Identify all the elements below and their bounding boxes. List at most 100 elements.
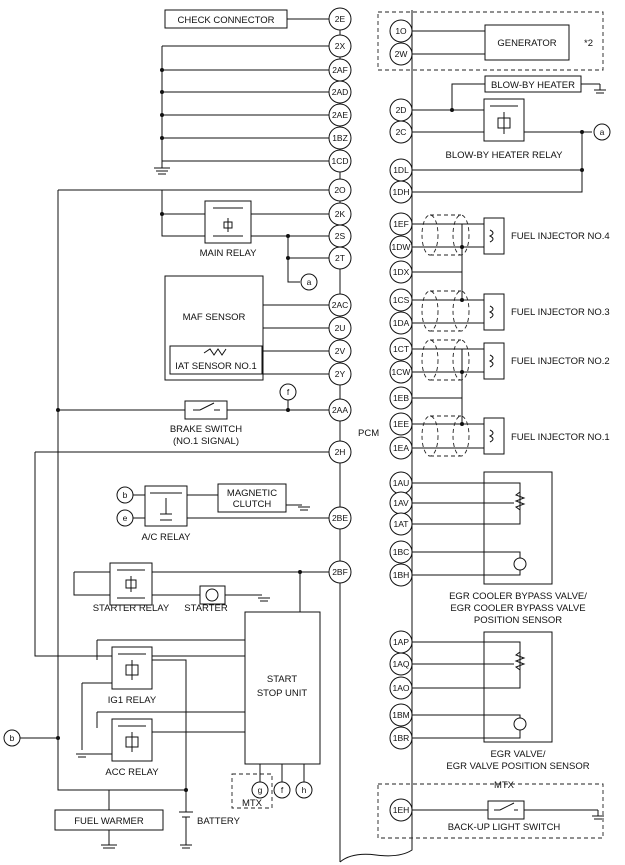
- left-pin-label: 1CD: [331, 156, 348, 166]
- right-pin-1ct: [389, 337, 413, 361]
- ref-circle-f-brake: [279, 383, 297, 401]
- motor-icon: [205, 588, 219, 602]
- ac-relay-label: A/C RELAY: [142, 532, 192, 543]
- pcm-right-rail: [339, 10, 413, 863]
- left-pin-label: 2Y: [335, 369, 346, 379]
- magnetic-clutch-label-2: CLUTCH: [233, 499, 272, 510]
- right-pin-1eb: [389, 386, 413, 410]
- right-pin-1ea: [389, 436, 413, 460]
- main-relay-label: MAIN RELAY: [200, 248, 258, 259]
- motor-icon-bypass: [513, 557, 527, 571]
- left-pin-2o: [328, 178, 352, 202]
- right-pin-label: 1EE: [393, 419, 409, 429]
- left-pin-label: 2AE: [332, 110, 348, 120]
- svg-text:e: e: [123, 513, 128, 523]
- svg-text:a: a: [600, 127, 605, 137]
- brake-switch-label-2: (NO.1 SIGNAL): [173, 436, 239, 447]
- left-pin-label: 2BE: [332, 513, 348, 523]
- resistor-icon-egr: [514, 651, 526, 671]
- left-pin-label: 2X: [335, 41, 346, 51]
- right-pin-label: 1BH: [393, 570, 410, 580]
- right-pin-2w: [389, 42, 413, 66]
- right-pin-label: 1EH: [393, 805, 410, 815]
- left-pin-1cd: [328, 149, 352, 173]
- left-pin-2aa: [328, 398, 352, 422]
- right-pin-label: 1AO: [392, 683, 409, 693]
- pcm-left-pins: 2E2X2AF2AD2AE1BZ1CD2O2K2S2T2AC2U2V2Y2AA2…: [328, 7, 352, 584]
- battery-label: BATTERY: [197, 816, 241, 827]
- ac-relay-icon: [150, 492, 182, 521]
- svg-text:g: g: [258, 785, 263, 795]
- mtx-right-box: [377, 783, 604, 839]
- resistor-icon: [514, 491, 526, 511]
- right-pin-1cs: [389, 288, 413, 312]
- right-pin-1dx: [389, 260, 413, 284]
- generator-box: [484, 24, 570, 61]
- right-pin-label: 1BM: [392, 710, 409, 720]
- left-pin-label: 2BF: [332, 567, 348, 577]
- start-stop-unit-box: [244, 611, 321, 765]
- right-pin-1aq: [389, 652, 413, 676]
- blowby-relay-icon: [490, 105, 518, 134]
- egr-bypass-box: [483, 471, 553, 585]
- egr-valve-box: [483, 631, 553, 743]
- start-stop-label-2: STOP UNIT: [257, 688, 308, 699]
- blowby-relay-label: BLOW-BY HEATER RELAY: [445, 150, 563, 161]
- right-pin-label: 1DA: [393, 318, 410, 328]
- egr-valve-label-1: EGR VALVE/: [490, 749, 545, 760]
- svg-text:f: f: [287, 387, 290, 397]
- right-pin-label: 1DX: [393, 267, 410, 277]
- starter-box: [199, 585, 226, 605]
- right-pin-1bc: [389, 540, 413, 564]
- pcm-right-pins: 1O2W2D2C1DL1DH1EF1DW1DX1CS1DA1CT1CW1EB1E…: [389, 19, 413, 822]
- left-pin-2be: [328, 506, 352, 530]
- right-pin-label: 1AQ: [392, 659, 409, 669]
- magnetic-clutch-box: [217, 483, 287, 513]
- left-pin-2ae: [328, 103, 352, 127]
- left-pin-label: 2AD: [332, 87, 349, 97]
- egr-bypass-label-1: EGR COOLER BYPASS VALVE/: [449, 591, 587, 602]
- right-pin-label: 1CT: [393, 344, 409, 354]
- egr-bypass-label-2: EGR COOLER BYPASS VALVE: [450, 603, 585, 614]
- backup-switch-box: [487, 800, 525, 820]
- right-pin-label: 1BC: [393, 547, 410, 557]
- left-pin-label: 2H: [335, 447, 346, 457]
- right-pin-1o: [389, 19, 413, 43]
- thermistor-icon: [203, 348, 227, 356]
- right-pin-1dh: [389, 180, 413, 204]
- mtx-bottom-label: MTX: [242, 798, 263, 809]
- left-pin-label: 2O: [334, 185, 346, 195]
- ref-circle-a-right: [593, 123, 611, 141]
- mtx-bottom-box: [231, 773, 273, 809]
- left-pin-2x: [328, 34, 352, 58]
- egr-valve-label-2: EGR VALVE POSITION SENSOR: [446, 761, 589, 772]
- left-pin-label: 2T: [335, 253, 345, 263]
- right-pin-label: 1EF: [393, 219, 409, 229]
- ground-icon: [154, 167, 170, 175]
- right-pin-1dw: [389, 235, 413, 259]
- right-pin-1bm: [389, 703, 413, 727]
- fuel-injector-3-label: FUEL INJECTOR NO.3: [511, 307, 610, 318]
- ref-circle-g: [251, 781, 269, 799]
- right-pin-label: 1DW: [392, 242, 411, 252]
- right-pin-label: 2W: [395, 49, 408, 59]
- left-pin-label: 2V: [335, 346, 346, 356]
- svg-text:a: a: [307, 277, 312, 287]
- svg-text:f: f: [281, 785, 284, 795]
- left-pin-2y: [328, 362, 352, 386]
- generator-label: GENERATOR: [497, 38, 556, 49]
- ref-circle-h: [295, 781, 313, 799]
- left-pin-label: 2U: [335, 323, 346, 333]
- right-pin-label: 1BR: [393, 733, 410, 743]
- battery-icon: [179, 800, 193, 849]
- ig1-relay-icon: [118, 653, 146, 680]
- right-pin-label: 2D: [396, 105, 407, 115]
- switch-icon-backup: [494, 802, 518, 811]
- left-pin-label: 2E: [335, 14, 346, 24]
- right-pin-label: 1CW: [392, 367, 411, 377]
- brake-switch-box: [184, 400, 228, 420]
- backup-light-label: BACK-UP LIGHT SWITCH: [448, 822, 561, 833]
- ref-circle-a-left: [300, 273, 318, 291]
- fuel-injector-4-label: FUEL INJECTOR NO.4: [511, 231, 610, 242]
